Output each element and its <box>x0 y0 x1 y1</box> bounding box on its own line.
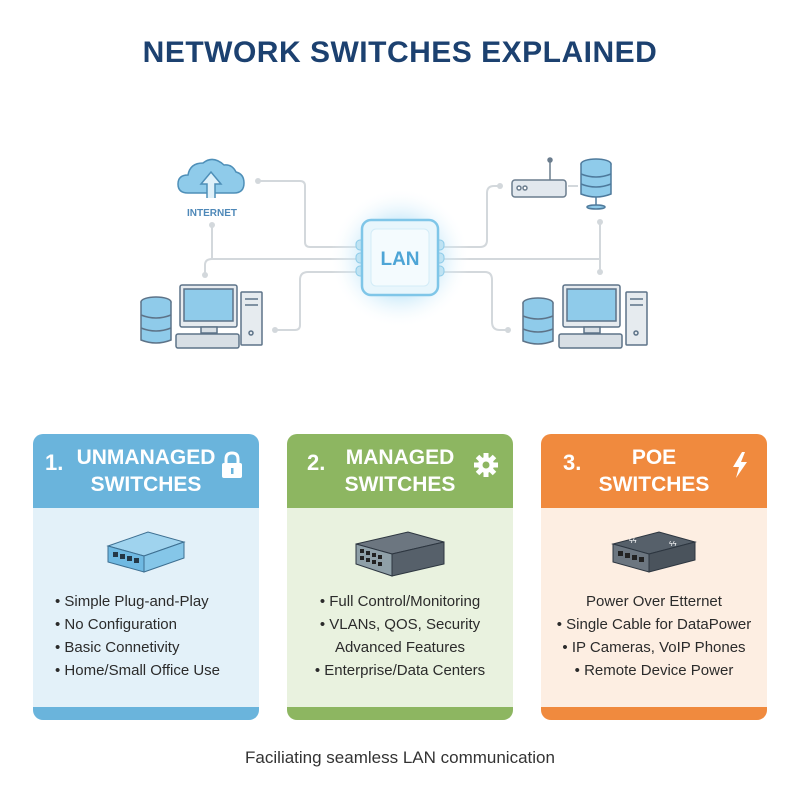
lan-label: LAN <box>380 249 419 270</box>
card-footer <box>33 707 259 720</box>
lock-icon <box>222 451 242 478</box>
svg-text:ϟϟ: ϟϟ <box>669 541 677 548</box>
card-body: • Simple Plug-and-Play • No Configuratio… <box>33 508 259 707</box>
poe-switch-icon: ϟϟ ϟϟ <box>611 531 697 573</box>
card-managed-switches: 2. MANAGED SWITCHES • Full Control/Monit… <box>287 434 513 720</box>
card-body: • Full Control/Monitoring • VLANs, QOS, … <box>287 508 513 707</box>
card-header: 1. UNMANAGED SWITCHES <box>33 434 259 508</box>
tower-icon <box>240 291 263 346</box>
network-diagram: LAN INTERNET <box>140 157 648 349</box>
page-title: NETWORK SWITCHES EXPLAINED <box>142 36 658 69</box>
feature-list: Power Over Etternet • Single Cable for D… <box>541 590 767 682</box>
cloud-icon <box>177 158 245 198</box>
card-title: MANAGED SWITCHES <box>344 446 456 496</box>
card-poe-switches: 3. POE SWITCHES ϟϟ ϟϟ Power Over Etternet… <box>541 434 767 720</box>
server-icon <box>580 158 612 210</box>
card-body: ϟϟ ϟϟ Power Over Etternet • Single Cable … <box>541 508 767 707</box>
tower-icon <box>625 291 648 346</box>
right-computer-group <box>522 284 648 349</box>
database-icon <box>140 296 172 344</box>
card-footer <box>287 707 513 720</box>
card-footer <box>541 707 767 720</box>
feature-list: • Full Control/Monitoring • VLANs, QOS, … <box>287 590 513 682</box>
keyboard-icon <box>175 333 240 349</box>
lan-switch: LAN <box>330 188 470 328</box>
internet-label: INTERNET <box>187 208 237 219</box>
list-item: • Simple Plug-and-Play <box>55 593 209 610</box>
list-item: • IP Cameras, VoIP Phones <box>562 639 746 656</box>
router-icon <box>511 157 567 198</box>
keyboard-icon <box>558 333 623 349</box>
lightning-icon <box>733 452 747 478</box>
monitor-icon <box>179 284 238 334</box>
list-item: • Full Control/Monitoring <box>319 593 481 610</box>
gear-icon <box>474 453 498 477</box>
left-computer-group <box>140 284 263 349</box>
card-number: 3. <box>563 450 582 475</box>
card-unmanaged-switches: 1. UNMANAGED SWITCHES • Simple Plug-and-… <box>33 434 259 720</box>
card-number: 2. <box>307 450 326 475</box>
list-item: • Home/Small Office Use <box>55 662 221 679</box>
managed-switch-icon <box>355 531 445 577</box>
feature-list: • Simple Plug-and-Play • No Configuratio… <box>55 590 259 682</box>
unmanaged-switch-icon <box>106 531 186 573</box>
list-item: • Single Cable for DataPower <box>556 616 752 633</box>
connection-lines <box>204 180 601 331</box>
card-header: 3. POE SWITCHES <box>541 434 767 508</box>
list-item: • Basic Connetivity <box>55 639 180 656</box>
list-item: • VLANs, QOS, Security <box>319 616 481 633</box>
card-title: UNMANAGED SWITCHES <box>76 446 216 496</box>
card-header: 2. MANAGED SWITCHES <box>287 434 513 508</box>
list-item: Advanced Features <box>334 639 466 656</box>
list-item: • Enterprise/Data Centers <box>314 662 486 679</box>
list-item: • No Configuration <box>55 616 177 633</box>
list-item: Power Over Etternet <box>586 593 722 610</box>
card-number: 1. <box>45 450 64 475</box>
database-icon <box>522 297 554 345</box>
monitor-icon <box>562 284 621 334</box>
caption: Faciliating seamless LAN communication <box>245 748 555 767</box>
card-title: POE SWITCHES <box>598 446 710 496</box>
svg-text:ϟϟ: ϟϟ <box>629 538 637 545</box>
list-item: • Remote Device Power <box>574 662 734 679</box>
